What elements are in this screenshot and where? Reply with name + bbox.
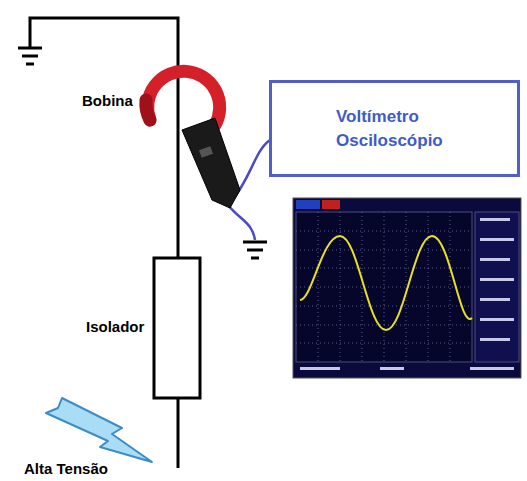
sine-wave	[300, 236, 472, 330]
part-label: Alta Tensão	[24, 460, 108, 477]
ground-symbol	[243, 242, 267, 258]
insulator	[154, 258, 200, 398]
oscilloscope-screen	[293, 198, 521, 378]
part-label: Bobina	[82, 92, 133, 109]
instrument-box: Voltímetro Osciloscópio	[269, 80, 520, 177]
part-label: Isolador	[86, 318, 144, 335]
instrument-label: Voltímetro Osciloscópio	[336, 105, 466, 153]
lightning-bolt	[46, 398, 152, 462]
ground-symbol	[18, 48, 42, 64]
clamp-coil	[146, 71, 240, 208]
